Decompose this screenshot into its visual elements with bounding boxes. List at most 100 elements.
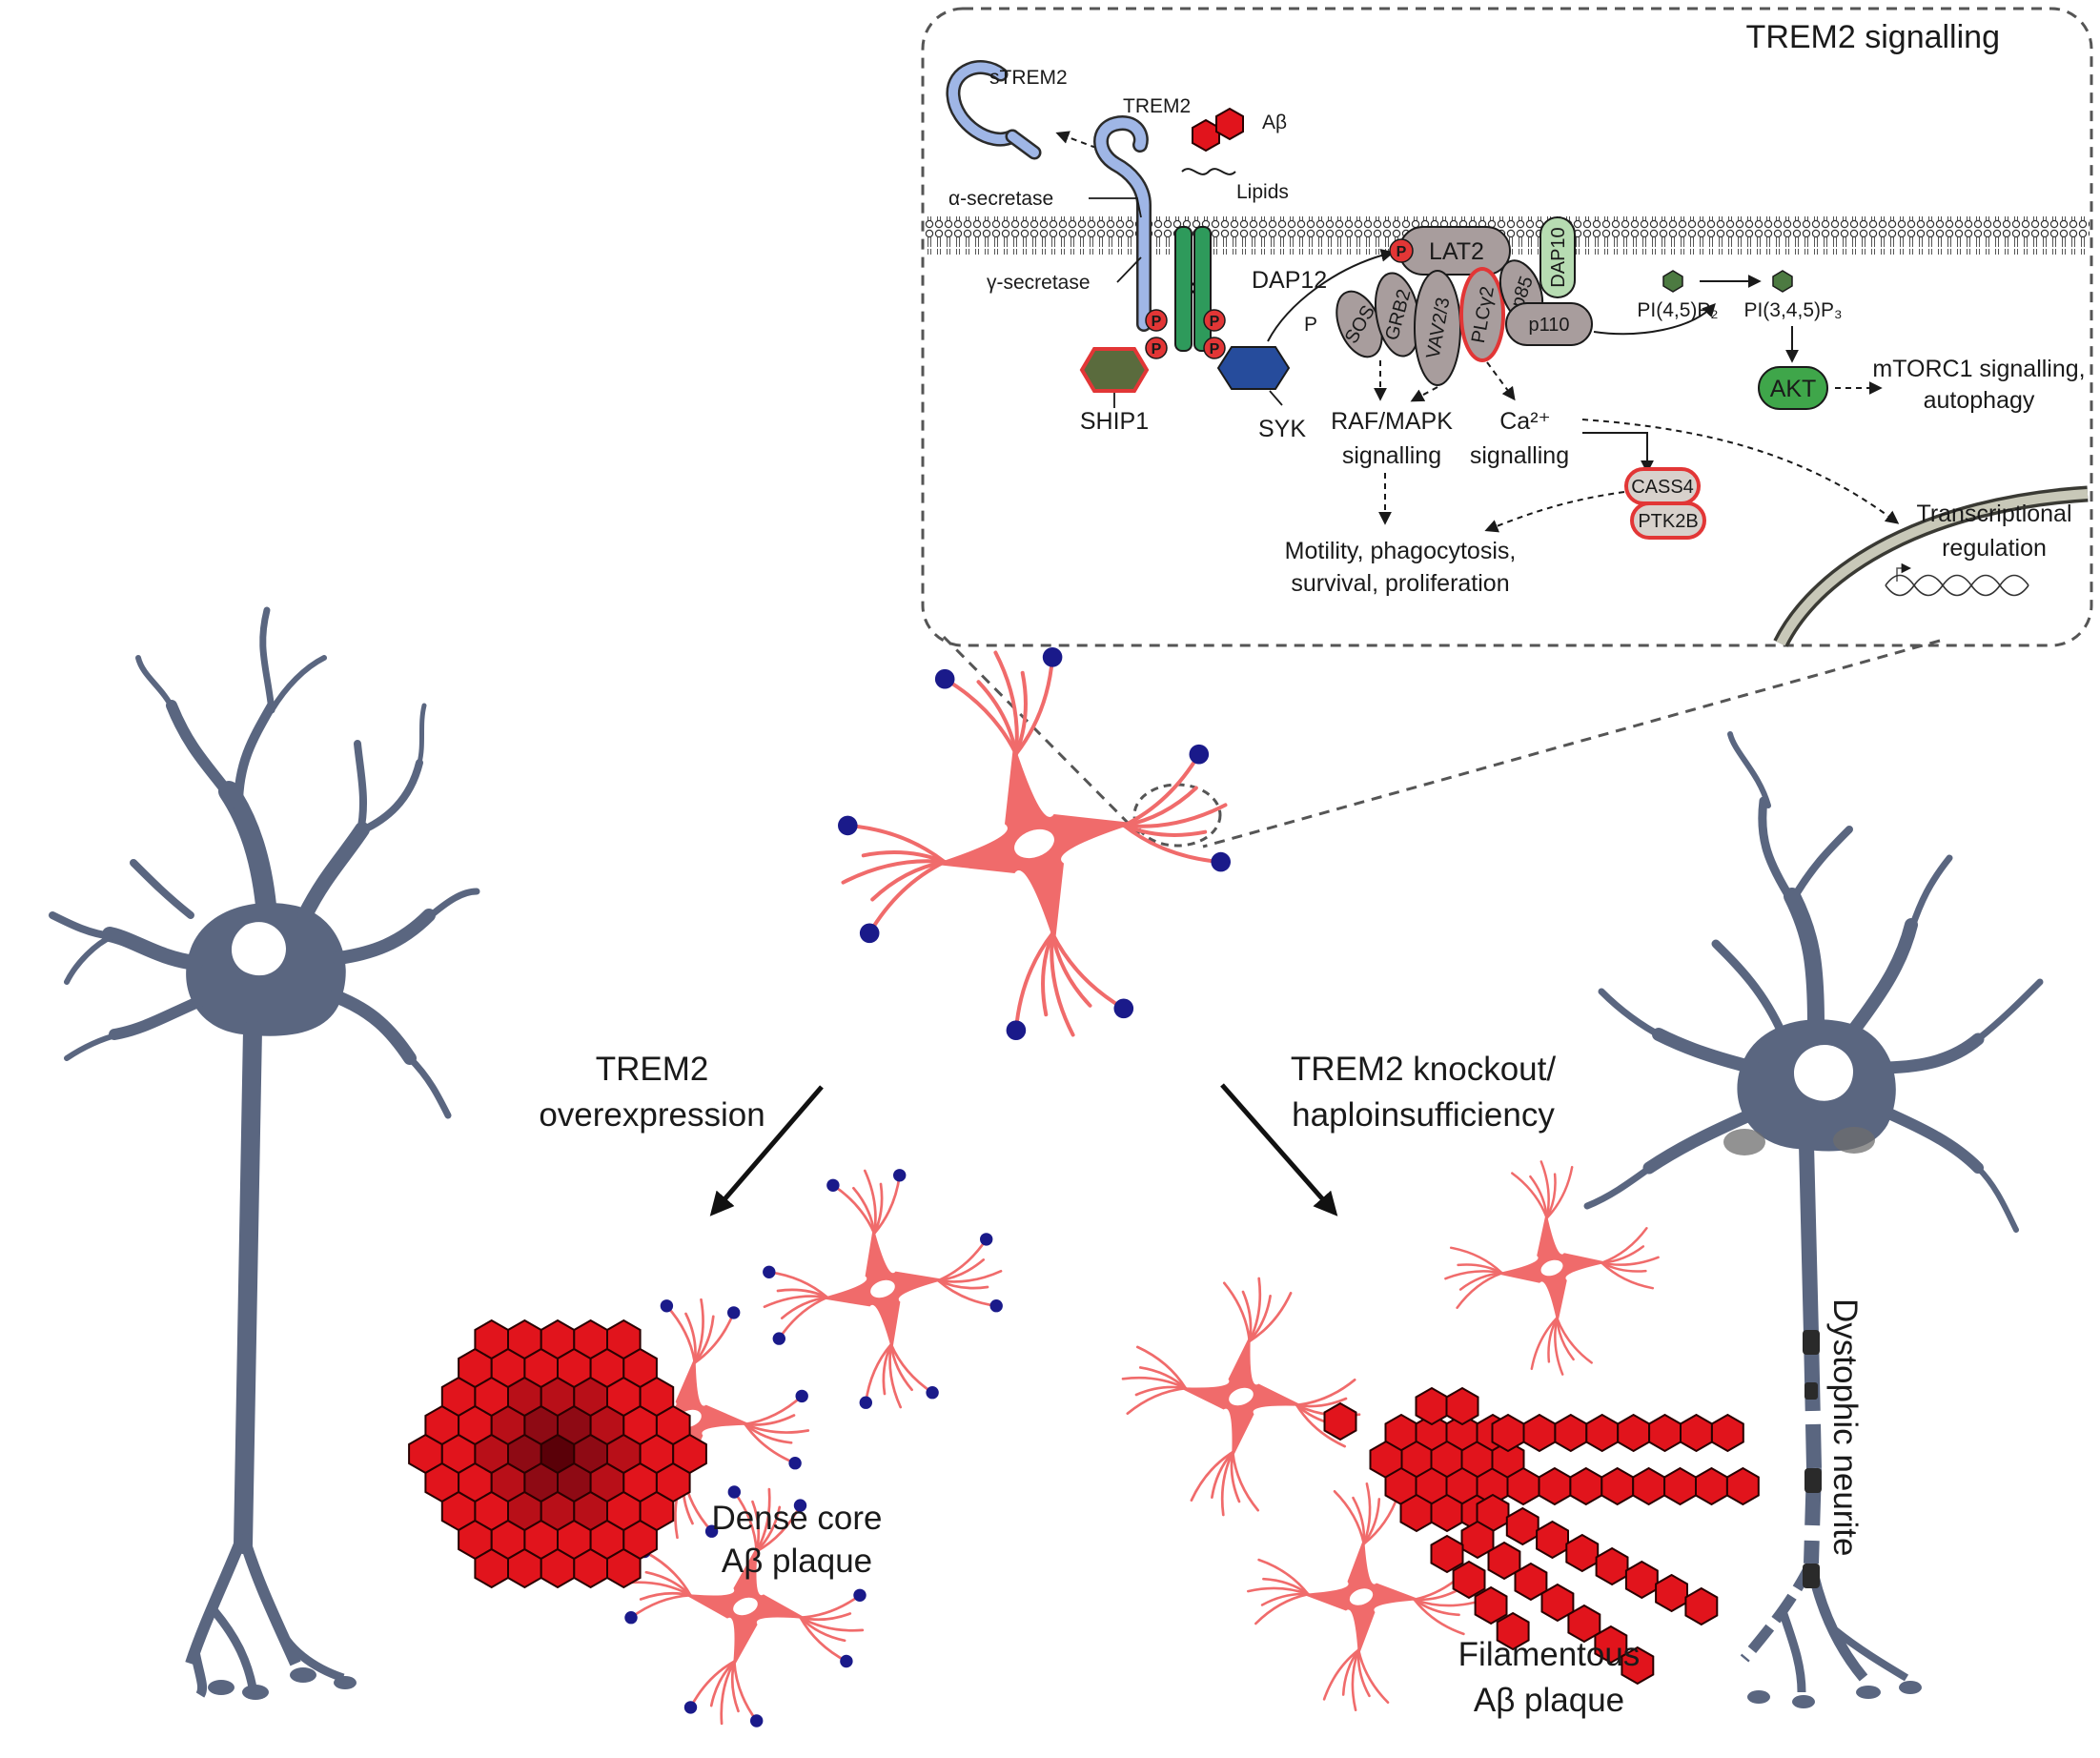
overexpression-label-line1: TREM2 — [596, 1051, 709, 1088]
dystrophic-neurite-label: Dystophic neurite — [1826, 1298, 1864, 1556]
microglia-process — [1362, 1482, 1372, 1545]
microglia-process — [1356, 1648, 1390, 1704]
knockout-arrow — [1220, 1083, 1338, 1216]
transcription-label-line1: Transcriptional — [1916, 501, 2071, 527]
lipid-ligand — [1181, 168, 1236, 175]
microglia-process — [1013, 931, 1055, 1032]
microglia-process — [1122, 803, 1228, 828]
microglia-process — [1122, 823, 1208, 837]
dystrophic-swellings — [1803, 1330, 1822, 1588]
zoom-callout — [942, 635, 1941, 848]
trem2-receptor-dot — [826, 1178, 840, 1193]
abeta-hexagon — [1624, 1560, 1659, 1600]
microglia-process — [1554, 1317, 1564, 1376]
dap10-pill — [1539, 216, 1576, 298]
microglia-process — [1530, 1317, 1559, 1371]
abeta-hexagon — [1632, 1466, 1666, 1506]
microglia-process — [1135, 1345, 1188, 1390]
microglia-nucleus — [870, 1279, 895, 1298]
trem2-receptor-dot — [772, 1332, 785, 1345]
abeta-hexagon — [1505, 1506, 1539, 1546]
abeta-hexagon — [1594, 1625, 1628, 1665]
abeta-hexagon — [1565, 1533, 1600, 1573]
microglia-process — [1257, 1558, 1310, 1596]
microglia-process — [1122, 823, 1223, 865]
left-neuron — [49, 606, 480, 1700]
mtorc1-label-line1: mTORC1 signalling, — [1872, 356, 2085, 382]
microglia-process — [1122, 752, 1201, 828]
microglia-process — [841, 859, 947, 885]
microglia-process — [1013, 670, 1028, 756]
shedding-arrow — [1055, 131, 1097, 149]
microglia-process — [1050, 931, 1092, 1008]
microglia-process — [1456, 1272, 1503, 1309]
abeta-hexagon — [1430, 1493, 1464, 1533]
dense-core-cluster — [408, 1169, 1003, 1727]
microglia-process — [1248, 1291, 1293, 1343]
microglia-cell — [763, 1169, 1003, 1409]
svg-text:P: P — [1210, 314, 1220, 330]
microglia-process — [1247, 1586, 1310, 1596]
microglia-cell — [1121, 1277, 1361, 1517]
microglia-process — [1556, 1317, 1593, 1364]
trem2-receptor-dot — [1189, 744, 1210, 765]
trem2-receptor-dot — [840, 1654, 853, 1668]
microglia-nucleus — [1014, 828, 1054, 859]
syk-label: SYK — [1258, 416, 1306, 442]
abeta-hexagon — [1538, 1466, 1572, 1506]
trem2-receptor-dot — [763, 1265, 776, 1279]
microglia-process — [1413, 1598, 1476, 1607]
abeta-hexagon — [1536, 1520, 1569, 1560]
ship1-label: SHIP1 — [1080, 408, 1149, 435]
microglia-process — [763, 1295, 829, 1309]
trem2-receptor-dot — [660, 1299, 674, 1313]
outcome-label-line2: survival, proliferation — [1291, 570, 1509, 597]
pip3-label: PI(3,4,5)P₃ — [1743, 299, 1842, 321]
trem2-receptor-dot — [1211, 851, 1231, 872]
akt-label: AKT — [1770, 376, 1817, 402]
right-neuron — [1583, 731, 2044, 1708]
microglia-cell — [624, 1485, 867, 1727]
central-microglia — [838, 647, 1231, 1040]
abeta-hexagon — [1567, 1604, 1601, 1644]
plcg2-to-ca-arrow — [1486, 361, 1516, 401]
microglia-nucleus — [1349, 1588, 1374, 1605]
abeta-hexagon — [1445, 1386, 1479, 1426]
ca-to-transcription-arrow — [1581, 419, 1900, 524]
microglia-process — [744, 1422, 810, 1434]
ptk2b-label: PTK2B — [1638, 511, 1698, 532]
trem2-receptor-dot — [1113, 998, 1134, 1019]
abeta-hexagon — [1585, 1413, 1620, 1453]
abeta-hexagon — [1648, 1413, 1682, 1453]
trem2-receptor-dot — [683, 1701, 698, 1714]
abeta-hexagon — [1452, 1560, 1486, 1600]
microglia-process — [1121, 1376, 1188, 1390]
svg-text:P: P — [1152, 341, 1162, 358]
raf-label-line1: RAF/MAPK — [1331, 408, 1453, 435]
knockout-label-line2: haploinsufficiency — [1292, 1096, 1555, 1134]
microglia-process — [1248, 1277, 1262, 1343]
syk-pointer — [1269, 390, 1283, 406]
microglia-process — [799, 1616, 865, 1632]
abeta-hexagon — [1617, 1413, 1651, 1453]
abeta-hexagon — [1506, 1466, 1540, 1506]
microglia-process — [993, 650, 1019, 756]
raf-label-line2: signalling — [1342, 442, 1441, 469]
cass4-label: CASS4 — [1631, 477, 1694, 498]
svg-text:P: P — [1152, 314, 1162, 330]
svg-text:P: P — [1210, 341, 1220, 358]
microglia-cell — [1444, 1160, 1660, 1376]
ptk2b-pill — [1630, 501, 1706, 540]
trem2-receptor-dot — [793, 1499, 807, 1512]
filamentous-label-line2: Aβ plaque — [1474, 1682, 1624, 1719]
microglia-nucleus — [733, 1597, 758, 1616]
microglia-process — [1545, 1165, 1574, 1219]
p110-to-pip-arrow — [1593, 302, 1716, 336]
filamentous-label-line1: Filamentous — [1458, 1636, 1641, 1673]
abeta-hexagon — [1663, 1466, 1697, 1506]
microglia-process — [1449, 1246, 1503, 1275]
microglia-process — [1041, 931, 1055, 1017]
microglia-nucleus — [1540, 1259, 1563, 1277]
abeta-hexagon — [1522, 1413, 1557, 1453]
